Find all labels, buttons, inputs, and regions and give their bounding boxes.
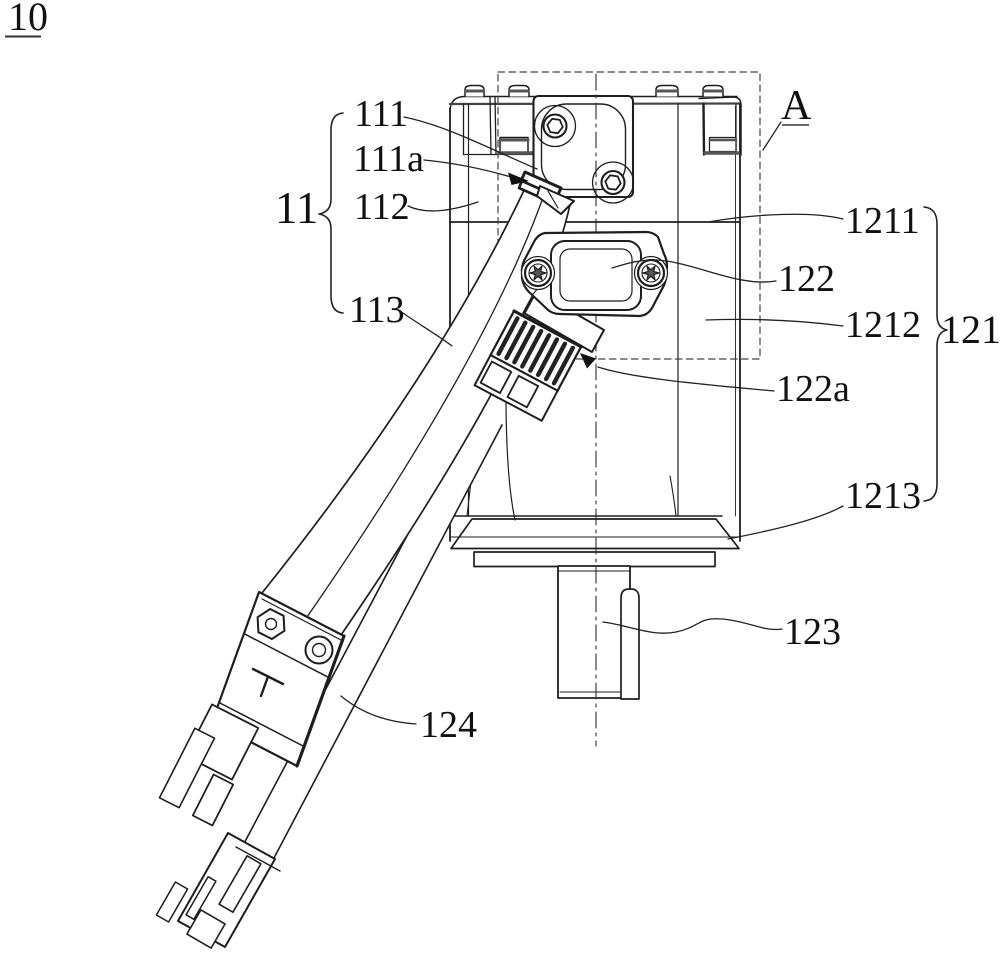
svg-text:124: 124 bbox=[420, 704, 477, 746]
svg-text:113: 113 bbox=[349, 289, 405, 331]
svg-text:1213: 1213 bbox=[845, 475, 921, 517]
svg-text:111a: 111a bbox=[353, 138, 424, 180]
svg-text:121: 121 bbox=[941, 307, 1000, 352]
svg-text:123: 123 bbox=[784, 611, 841, 653]
svg-text:111: 111 bbox=[354, 93, 408, 135]
svg-text:A: A bbox=[781, 83, 812, 129]
svg-text:1211: 1211 bbox=[845, 200, 920, 242]
svg-text:11: 11 bbox=[275, 183, 318, 233]
svg-text:122a: 122a bbox=[776, 368, 850, 410]
svg-text:112: 112 bbox=[354, 186, 410, 228]
svg-text:10: 10 bbox=[8, 0, 48, 39]
svg-text:1212: 1212 bbox=[845, 304, 921, 346]
svg-text:122: 122 bbox=[778, 258, 835, 300]
